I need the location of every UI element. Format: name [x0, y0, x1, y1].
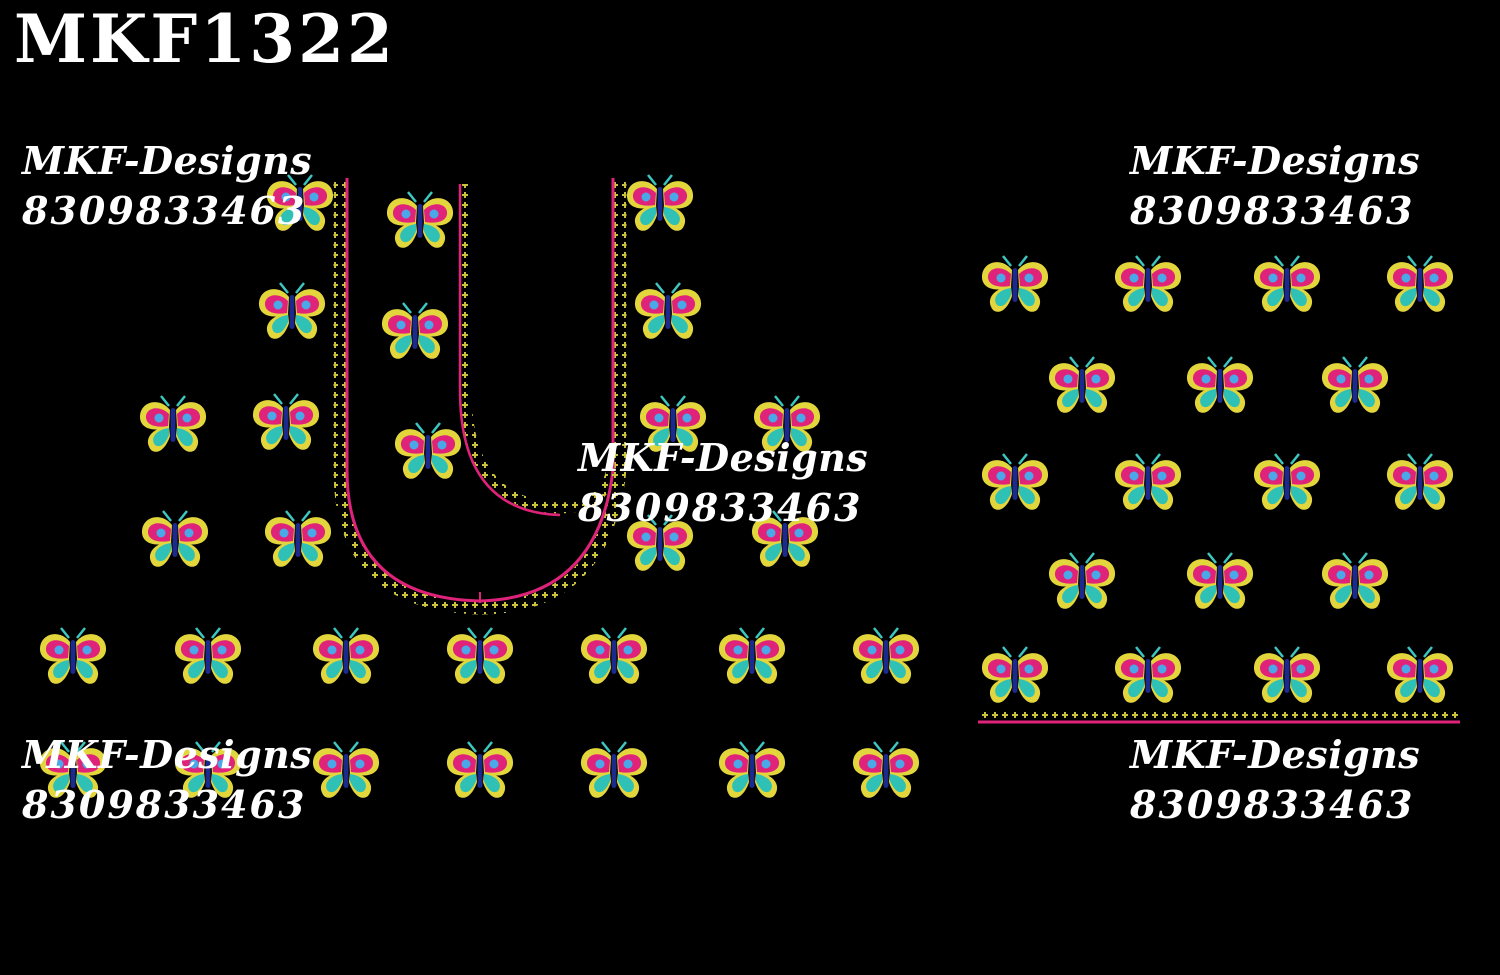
watermark-phone: 8309833463: [22, 782, 307, 828]
watermark-phone: 8309833463: [22, 188, 307, 234]
butterfly-icon: [851, 740, 921, 800]
butterfly-icon: [633, 281, 703, 341]
sleeve-hem-border: [978, 708, 1460, 724]
watermark-phone: 8309833463: [578, 485, 863, 531]
butterfly-icon: [1252, 452, 1322, 512]
butterfly-icon: [257, 281, 327, 341]
watermark-brand: MKF-Designs: [1130, 138, 1421, 183]
watermark-top-right: MKF-Designs 8309833463: [1130, 138, 1420, 235]
watermark-phone: 8309833463: [1130, 782, 1415, 828]
butterfly-icon: [173, 626, 243, 686]
butterfly-icon: [393, 421, 463, 481]
watermark-bottom-right: MKF-Designs 8309833463: [1130, 732, 1420, 829]
butterfly-icon: [717, 740, 787, 800]
butterfly-icon: [579, 626, 649, 686]
butterfly-icon: [625, 173, 695, 233]
butterfly-icon: [445, 740, 515, 800]
butterfly-icon: [1047, 551, 1117, 611]
butterfly-icon: [385, 190, 455, 250]
watermark-phone: 8309833463: [1130, 188, 1415, 234]
butterfly-icon: [38, 626, 108, 686]
butterfly-icon: [251, 392, 321, 452]
watermark-brand: MKF-Designs: [22, 138, 313, 183]
watermark-bottom-left: MKF-Designs 8309833463: [22, 732, 312, 829]
butterfly-icon: [1385, 254, 1455, 314]
butterfly-icon: [140, 509, 210, 569]
butterfly-icon: [1047, 355, 1117, 415]
butterfly-icon: [311, 740, 381, 800]
butterfly-icon: [579, 740, 649, 800]
watermark-brand: MKF-Designs: [22, 732, 313, 777]
butterfly-icon: [1113, 452, 1183, 512]
butterfly-icon: [1320, 551, 1390, 611]
butterfly-icon: [1185, 551, 1255, 611]
watermark-top-left: MKF-Designs 8309833463: [22, 138, 312, 235]
butterfly-icon: [980, 452, 1050, 512]
butterfly-icon: [1113, 254, 1183, 314]
butterfly-icon: [263, 509, 333, 569]
butterfly-icon: [1385, 645, 1455, 705]
butterfly-icon: [980, 254, 1050, 314]
butterfly-icon: [380, 301, 450, 361]
butterfly-icon: [445, 626, 515, 686]
butterfly-icon: [1185, 355, 1255, 415]
design-code-title: MKF1322: [14, 0, 396, 78]
watermark-center: MKF-Designs 8309833463: [578, 435, 868, 532]
butterfly-icon: [138, 394, 208, 454]
watermark-brand: MKF-Designs: [1130, 732, 1421, 777]
watermark-brand: MKF-Designs: [578, 435, 869, 480]
butterfly-icon: [1385, 452, 1455, 512]
neckline-border: [333, 178, 627, 615]
butterfly-icon: [1252, 254, 1322, 314]
butterfly-icon: [717, 626, 787, 686]
butterfly-icon: [1320, 355, 1390, 415]
butterfly-icon: [1252, 645, 1322, 705]
butterfly-icon: [980, 645, 1050, 705]
butterfly-icon: [1113, 645, 1183, 705]
butterfly-icon: [311, 626, 381, 686]
butterfly-icon: [851, 626, 921, 686]
